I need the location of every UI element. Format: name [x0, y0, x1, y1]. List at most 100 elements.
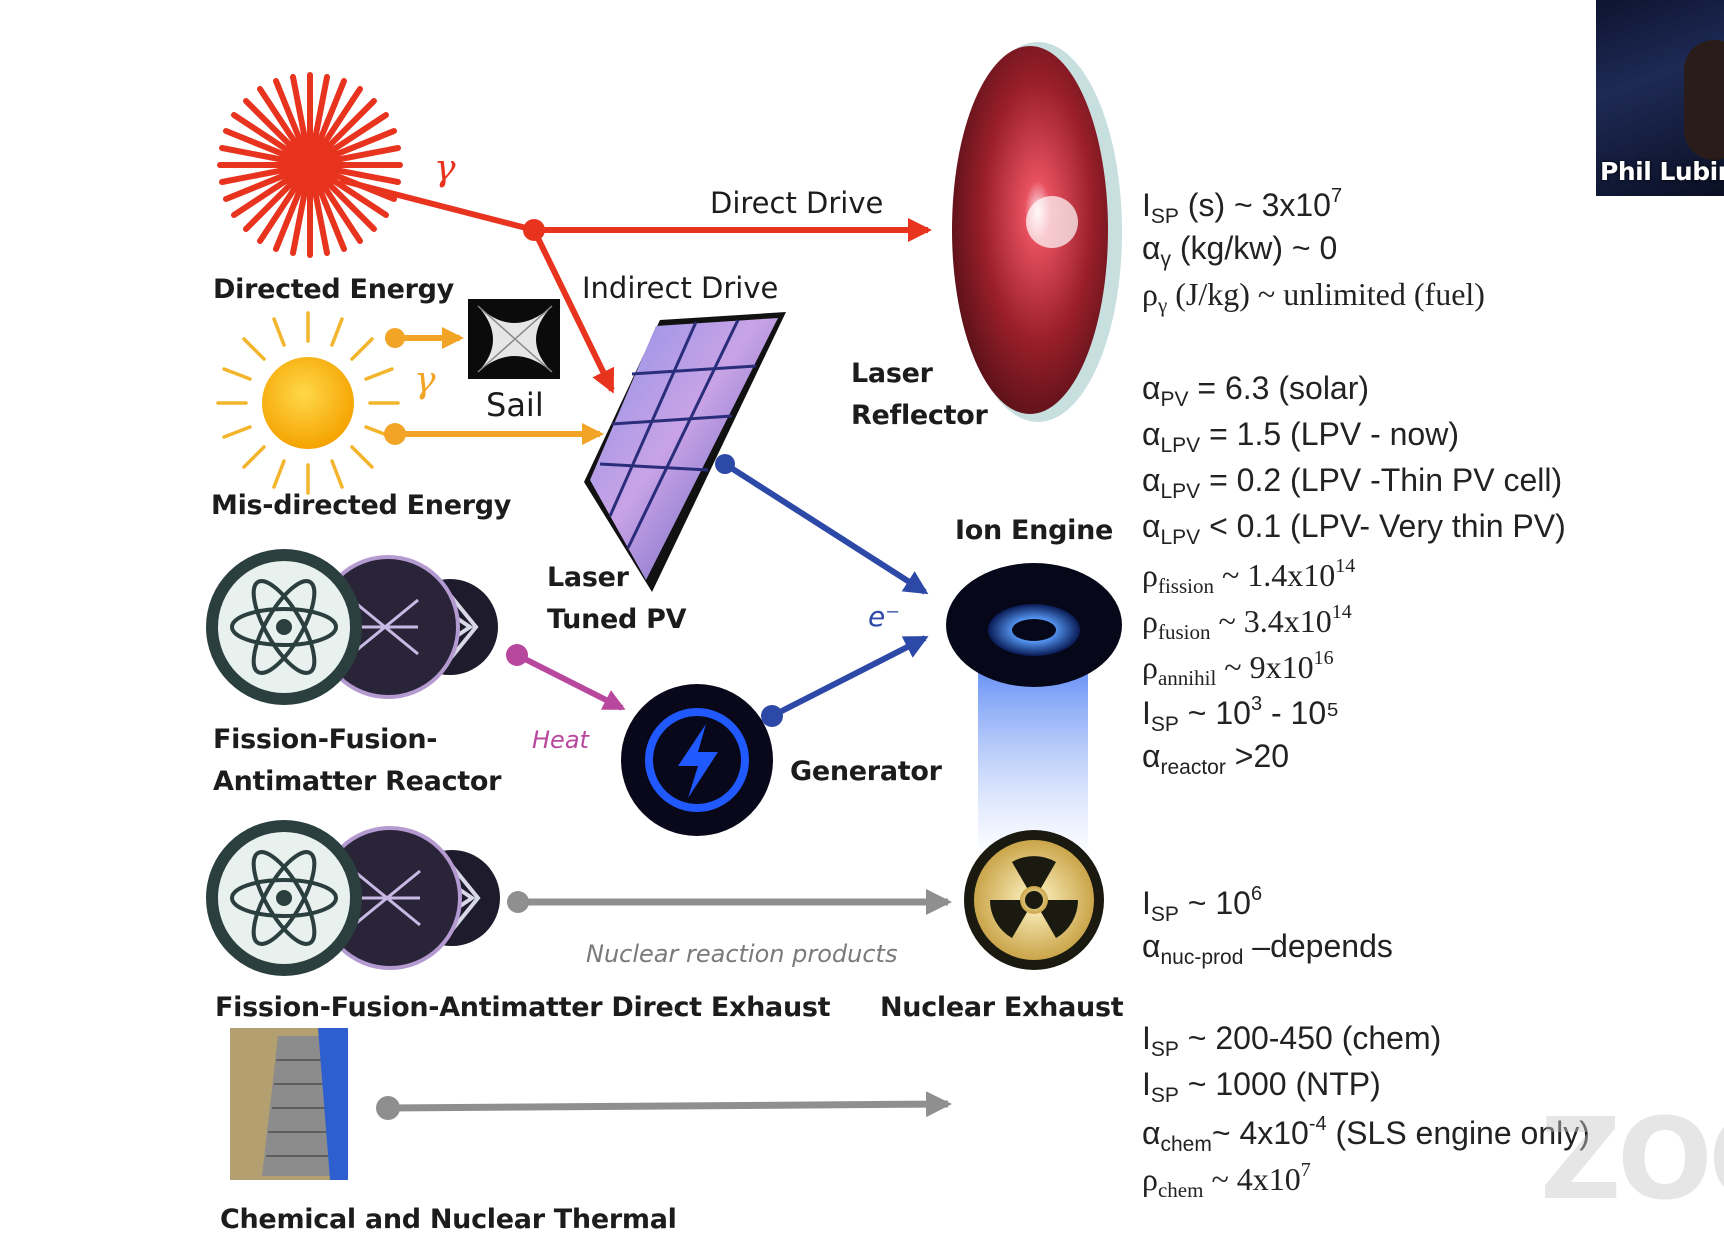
equation-line: ISP ~ 200-450 (chem) [1142, 1022, 1441, 1060]
equation-rest: ~ 10 [1178, 695, 1251, 731]
equation-sub: SP [1150, 1038, 1179, 1061]
equation-line: ρfusion ~ 3.4x1014 [1142, 602, 1352, 643]
equation-sym: ρ [1142, 603, 1158, 639]
equation-sub: fission [1157, 574, 1214, 598]
equation-sym: α [1142, 370, 1161, 406]
label-heat: Heat [532, 726, 589, 754]
equation-line: αγ (kg/kw) ~ 0 [1142, 232, 1337, 270]
label-laser-tuned-pv-line1: Laser [547, 562, 629, 593]
equation-sup: 3 [1250, 693, 1263, 715]
pv-panel-icon [584, 312, 786, 592]
equation-rest: >20 [1225, 738, 1290, 774]
equation-sym: α [1142, 738, 1161, 774]
equation-rest: (s) ~ 3x10 [1178, 187, 1331, 223]
equation-sup: 14 [1335, 555, 1356, 577]
equation-line: ISP ~ 106 [1142, 884, 1262, 925]
equation-sub: SP [1150, 1084, 1179, 1107]
equation-sub: nuc-prod [1160, 946, 1244, 969]
equation-line: ρchem ~ 4x107 [1142, 1160, 1311, 1201]
label-reactor-line2: Antimatter Reactor [213, 766, 502, 797]
equation-sym: I [1142, 187, 1151, 223]
equation-sub: SP [1150, 205, 1179, 228]
equation-line: ISP ~ 103 - 10⁵ [1142, 694, 1339, 735]
equation-rest: ~ 1000 (NTP) [1178, 1066, 1381, 1102]
label-sail: Sail [486, 386, 544, 424]
atom-icon [206, 549, 498, 705]
equation-sub: chem [1157, 1178, 1204, 1202]
equation-rest: ~ 10 [1178, 885, 1251, 921]
equation-line: αchem~ 4x10-4 (SLS engine only) [1142, 1114, 1590, 1155]
equation-line: αreactor >20 [1142, 740, 1289, 778]
label-chemical-nuclear-thermal: Chemical and Nuclear Thermal [220, 1204, 677, 1235]
equation-rest: ~ 200-450 (chem) [1178, 1020, 1442, 1056]
equation-rest: < 0.1 (LPV- Very thin PV) [1200, 508, 1566, 544]
equation-rest: = 0.2 (LPV -Thin PV cell) [1200, 462, 1563, 498]
equation-line: ργ (J/kg) ~ unlimited (fuel) [1142, 278, 1485, 316]
label-direct-exhaust: Fission-Fusion-Antimatter Direct Exhaust [215, 992, 831, 1023]
equation-rest: –depends [1243, 928, 1393, 964]
equation-line: ρfission ~ 1.4x1014 [1142, 556, 1355, 597]
speaker-silhouette [1684, 40, 1724, 160]
equation-rest: (kg/kw) ~ 0 [1171, 230, 1338, 266]
equation-sym: ρ [1142, 1161, 1158, 1197]
ion-engine-icon [946, 563, 1122, 860]
equation-tail: - 10⁵ [1262, 695, 1340, 731]
speaker-name: Phil Lubin [1600, 157, 1724, 186]
equation-line: αLPV = 0.2 (LPV -Thin PV cell) [1142, 464, 1562, 502]
equation-sub: annihil [1157, 666, 1217, 690]
equation-sym: α [1142, 416, 1161, 452]
laser-burst-icon [217, 72, 403, 258]
equation-line: αLPV = 1.5 (LPV - now) [1142, 418, 1459, 456]
label-gamma-laser: γ [434, 148, 456, 189]
equation-line: αPV = 6.3 (solar) [1142, 372, 1369, 410]
equation-sub: reactor [1160, 756, 1226, 779]
equation-sym: I [1142, 1066, 1151, 1102]
equation-sup: 6 [1250, 883, 1263, 905]
radiation-icon [964, 830, 1104, 970]
mirror-icon [952, 42, 1122, 422]
equation-rest: = 6.3 (solar) [1188, 370, 1370, 406]
equation-sub: fusion [1157, 620, 1211, 644]
sail-icon [468, 299, 560, 379]
equation-sup: 14 [1331, 601, 1352, 623]
equation-line: αnuc-prod –depends [1142, 930, 1393, 968]
label-direct-drive: Direct Drive [710, 186, 884, 220]
equation-sym: α [1142, 1115, 1161, 1151]
speaker-video-thumbnail: Phil Lubin [1596, 0, 1724, 196]
label-nuclear-exhaust: Nuclear Exhaust [880, 992, 1124, 1023]
equation-tail: (SLS engine only) [1326, 1115, 1590, 1151]
equation-sym: ρ [1142, 276, 1158, 312]
equation-sub: LPV [1160, 434, 1201, 457]
equation-sym: I [1142, 885, 1151, 921]
equation-line: ISP (s) ~ 3x107 [1142, 186, 1342, 227]
label-laser-tuned-pv-line2: Tuned PV [547, 604, 687, 635]
label-misdirected-energy: Mis-directed Energy [211, 490, 512, 521]
label-electron: e⁻ [868, 600, 901, 633]
sun-icon [216, 311, 400, 495]
equation-sym: I [1142, 695, 1151, 731]
equation-sym: I [1142, 1020, 1151, 1056]
equation-rest: ~ 9x10 [1216, 649, 1314, 685]
label-gamma-solar: γ [414, 360, 436, 401]
equation-sup: 16 [1313, 647, 1334, 669]
equation-sub: γ [1157, 293, 1168, 317]
equation-sub: SP [1150, 713, 1179, 736]
equation-rest: (J/kg) ~ unlimited (fuel) [1167, 276, 1485, 312]
equation-sup: -4 [1308, 1113, 1327, 1135]
equation-sub: SP [1150, 903, 1179, 926]
label-indirect-drive: Indirect Drive [582, 271, 779, 305]
label-laser-reflector-line1: Laser [851, 358, 933, 389]
equation-line: αLPV < 0.1 (LPV- Very thin PV) [1142, 510, 1566, 548]
equation-sub: PV [1160, 388, 1189, 411]
label-laser-reflector-line2: Reflector [851, 400, 988, 431]
equation-sym: α [1142, 462, 1161, 498]
equation-rest: = 1.5 (LPV - now) [1200, 416, 1459, 452]
equation-sub: LPV [1160, 480, 1201, 503]
rocket-nozzle-icon [230, 1028, 348, 1180]
equation-line: ISP ~ 1000 (NTP) [1142, 1068, 1381, 1106]
atom-icon [206, 820, 500, 976]
label-directed-energy: Directed Energy [213, 274, 454, 305]
equation-rest: ~ 4x10 [1203, 1161, 1301, 1197]
label-nuclear-products: Nuclear reaction products [586, 940, 898, 968]
